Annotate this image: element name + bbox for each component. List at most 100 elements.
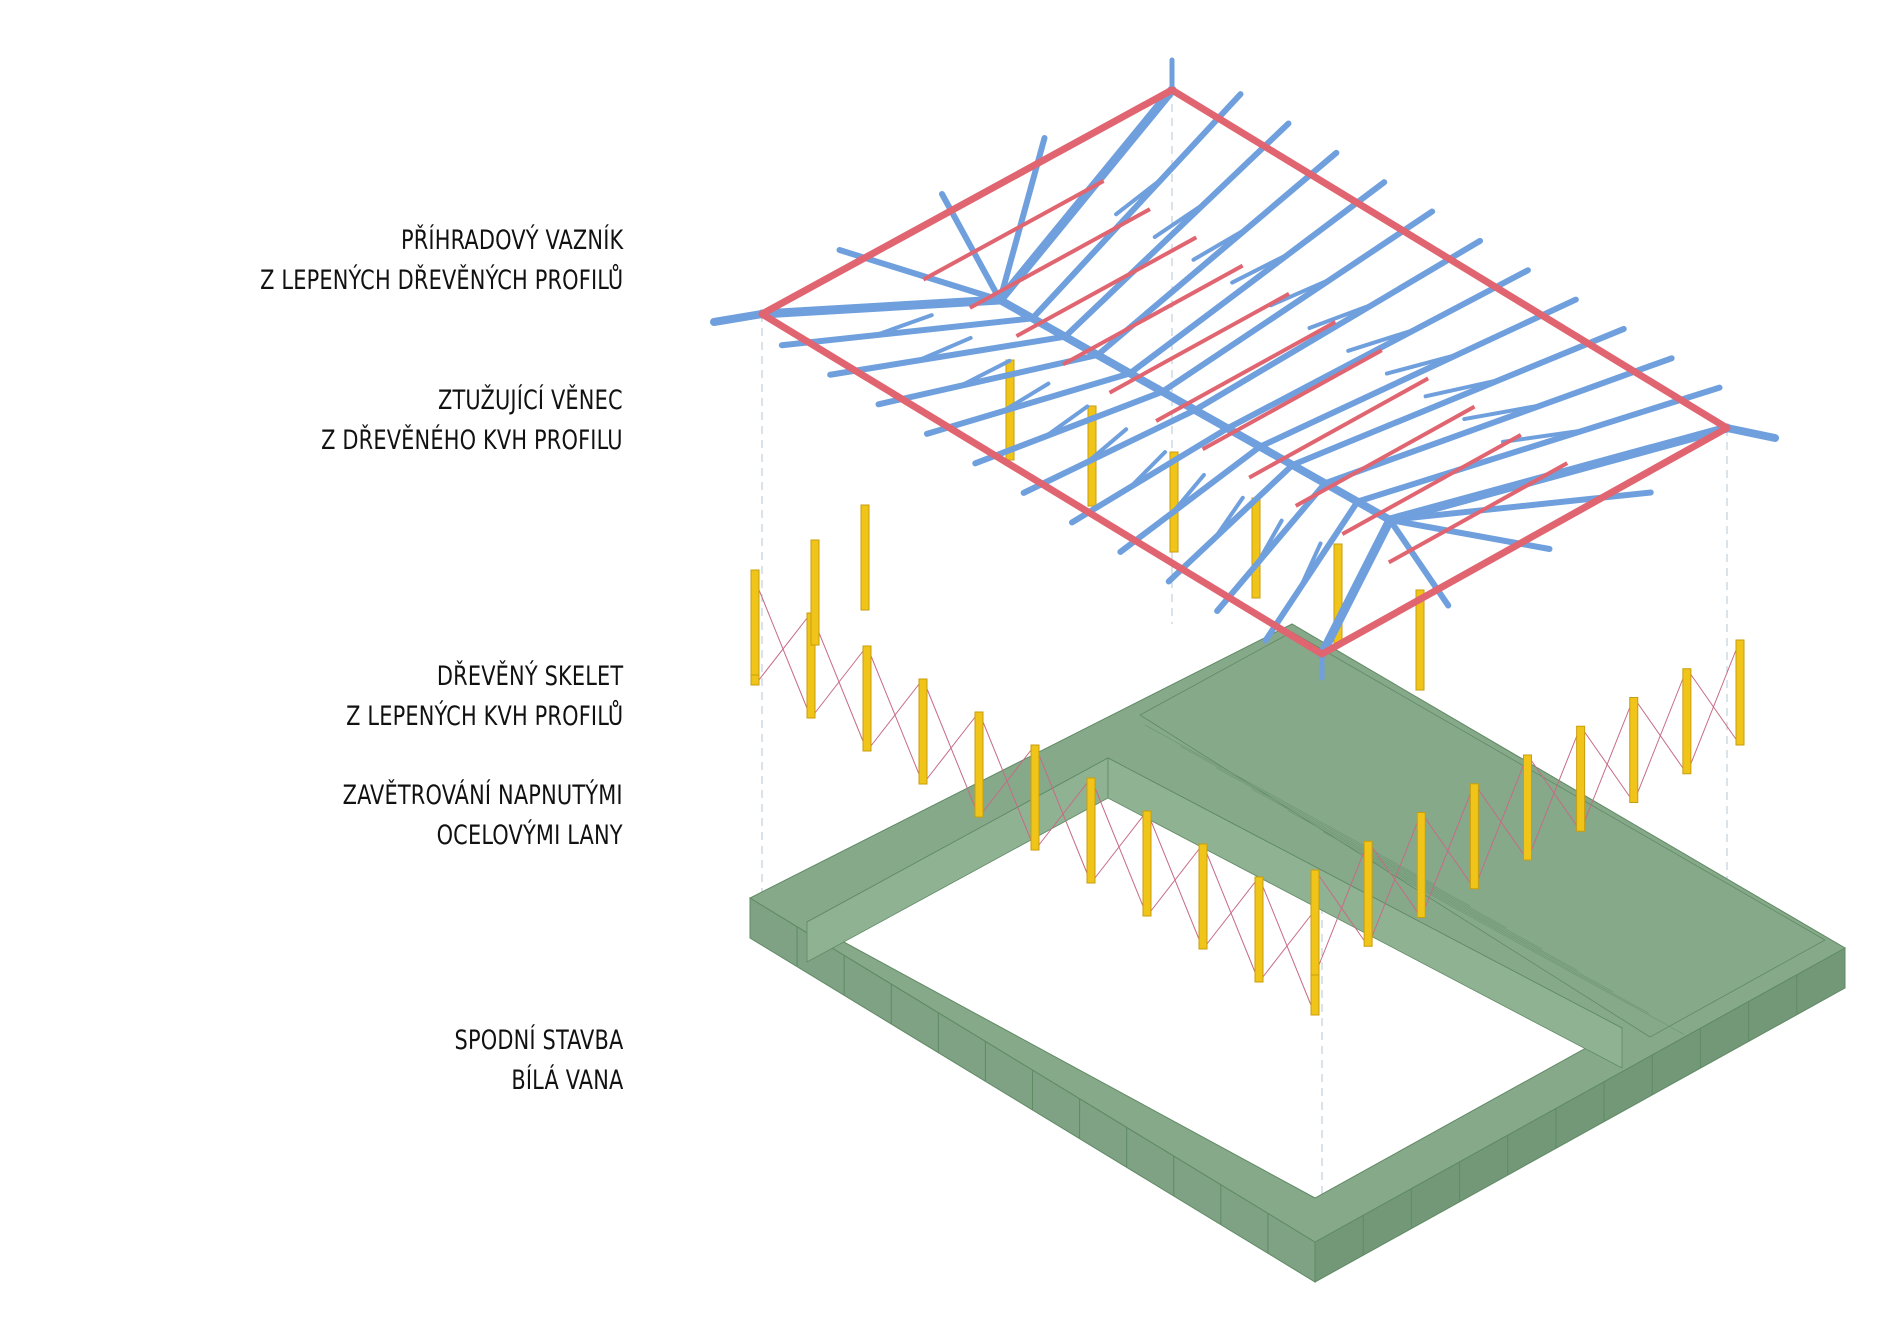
perimeter-column	[1682, 668, 1692, 775]
hip-rafter	[1385, 423, 1732, 525]
steel-cable	[1420, 812, 1475, 890]
perimeter-column	[1363, 840, 1373, 947]
inner-column	[1169, 451, 1179, 553]
perimeter-column	[810, 539, 820, 646]
label-ring-beam: ZTUŽUJÍCÍ VĚNEC Z DŘEVĚNÉHO KVH PROFILU	[321, 381, 623, 461]
purlin	[1248, 376, 1430, 480]
rafter	[1020, 407, 1198, 496]
rafter	[1192, 237, 1484, 413]
rafter	[972, 388, 1166, 467]
steel-cable	[1314, 869, 1369, 947]
steel-cable	[1527, 754, 1582, 832]
hip-rafter	[1317, 515, 1395, 659]
steel-cable	[1258, 876, 1316, 1016]
rafter	[875, 352, 1101, 408]
truss-web	[1346, 327, 1418, 353]
steel-cable	[1473, 783, 1528, 861]
rafter	[1117, 443, 1263, 555]
perimeter-column	[1310, 869, 1320, 976]
label-skeleton: DŘEVĚNÝ SKELET Z LEPENÝCH KVH PROFILŮ	[346, 657, 623, 737]
truss-web	[1170, 472, 1206, 515]
hip-rafter	[757, 295, 1005, 319]
truss-web	[1268, 277, 1334, 308]
purlin	[1341, 433, 1522, 536]
truss-web	[1085, 427, 1129, 464]
steel-cable	[866, 645, 924, 785]
truss-web	[1213, 495, 1245, 540]
truss-web	[1423, 377, 1502, 399]
rafter	[778, 315, 1036, 349]
rafter	[1262, 498, 1361, 644]
rafter	[1029, 91, 1244, 322]
label-base-line2: BÍLÁ VANA	[510, 1065, 623, 1096]
label-bracing-line1: ZAVĚTROVÁNÍ NAPNUTÝMI	[342, 780, 623, 811]
steel-cable	[1202, 843, 1260, 983]
perimeter-column	[1254, 876, 1264, 983]
truss-web	[1307, 302, 1376, 331]
label-bracing: ZAVĚTROVÁNÍ NAPNUTÝMI OCELOVÝMI LANY	[343, 776, 623, 856]
truss-web	[958, 358, 1012, 388]
rafter	[1322, 355, 1675, 487]
rafter	[1224, 267, 1531, 432]
stair-step-line	[1251, 788, 1543, 950]
steel-cable	[1090, 777, 1148, 917]
purlin	[1062, 263, 1244, 367]
perimeter-column	[1416, 812, 1426, 918]
steel-cable	[1580, 725, 1635, 803]
perimeter-column	[1142, 810, 1152, 917]
steel-cable-bracing	[754, 579, 1741, 1016]
truss-web	[916, 335, 973, 363]
purlin	[1108, 292, 1290, 395]
truss-web	[1191, 226, 1249, 262]
rafter-overhang	[1723, 424, 1779, 442]
rafter	[1159, 208, 1436, 395]
ring-beam	[758, 86, 1731, 658]
purlin	[968, 207, 1151, 310]
rafter	[1257, 296, 1579, 450]
label-truss-line1: PŘÍHRADOVÝ VAZNÍK	[400, 225, 623, 256]
perimeter-column	[1735, 639, 1745, 746]
truss-web	[1500, 428, 1586, 444]
truss-web	[1384, 352, 1460, 376]
steel-cable	[1146, 810, 1204, 950]
label-skeleton-line2: Z LEPENÝCH KVH PROFILŮ	[345, 701, 623, 732]
truss-web	[1001, 381, 1051, 414]
perimeter-column	[1030, 744, 1040, 851]
inner-column	[1415, 589, 1425, 691]
truss-web	[1230, 251, 1291, 285]
truss-web	[1114, 176, 1165, 217]
purlin	[1015, 235, 1198, 338]
rafter	[1214, 480, 1328, 615]
steel-cable	[1367, 840, 1422, 918]
purlin	[1155, 320, 1337, 423]
steel-cable	[1633, 697, 1688, 775]
perimeter-column	[750, 569, 760, 676]
purlin	[1201, 348, 1383, 452]
foundation-tub	[748, 623, 1847, 1283]
rafter	[1289, 325, 1627, 468]
steel-cable	[1034, 744, 1092, 884]
steel-cable	[810, 612, 868, 752]
truss-web	[1152, 201, 1207, 240]
base-slab	[1139, 631, 1826, 1038]
perimeter-column	[1198, 843, 1208, 950]
label-skeleton-line1: DŘEVĚNÝ SKELET	[436, 661, 623, 692]
perimeter-column	[1086, 777, 1096, 884]
inner-column	[1251, 497, 1261, 599]
label-base-line1: SPODNÍ STAVBA	[454, 1025, 623, 1056]
rafter-overhang	[710, 310, 766, 326]
label-truss-line2: Z LEPENÝCH DŘEVĚNÝCH PROFILŮ	[259, 265, 623, 296]
rafter	[1354, 384, 1723, 505]
label-truss: PŘÍHRADOVÝ VAZNÍK Z LEPENÝCH DŘEVĚNÝCH P…	[260, 221, 623, 301]
rafter	[923, 370, 1133, 437]
perimeter-column	[860, 504, 870, 611]
purlin	[922, 179, 1105, 282]
perimeter-column	[1523, 754, 1532, 861]
perimeter-column	[918, 678, 928, 785]
truss-web	[1462, 403, 1544, 422]
stair-step-line	[1144, 724, 1436, 886]
stair-step-line	[1358, 852, 1649, 1014]
stair-step-line	[1394, 874, 1685, 1035]
ring-beam-outline	[758, 86, 1731, 658]
